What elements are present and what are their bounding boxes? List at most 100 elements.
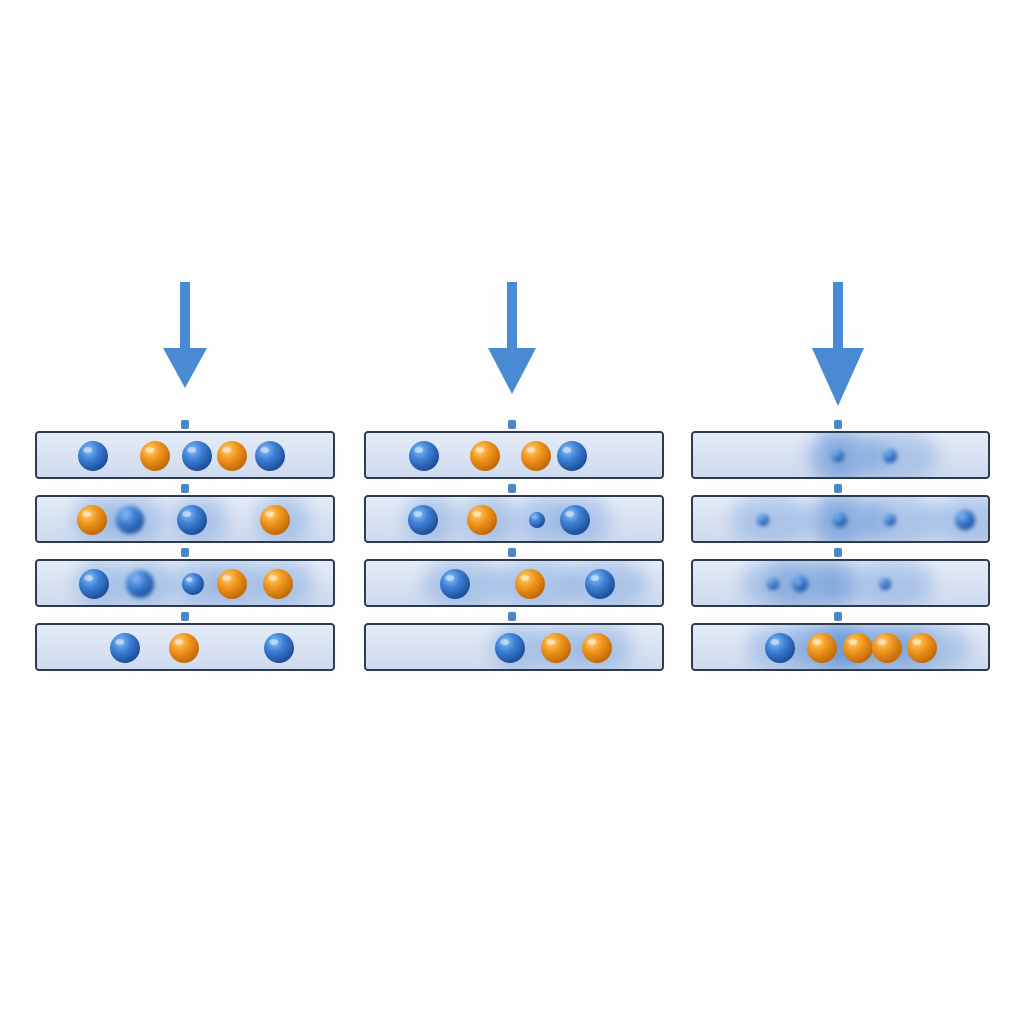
connector-dot: [834, 484, 842, 493]
blue-particle: [78, 441, 108, 471]
particle-highlight: [445, 575, 455, 581]
orange-particle: [541, 633, 571, 663]
orange-particle: [140, 441, 170, 471]
connector-dot: [834, 548, 842, 557]
orange-particle: [217, 569, 247, 599]
connector-dot: [508, 612, 516, 621]
blue-particle: [495, 633, 525, 663]
particle-highlight: [83, 447, 93, 453]
particle-highlight: [912, 639, 922, 645]
blue-particle: [440, 569, 470, 599]
blue-particle: [177, 505, 207, 535]
layer-bar: [691, 559, 990, 607]
blue-particle: [792, 576, 808, 592]
blue-particle: [833, 513, 847, 527]
blue-particle: [767, 578, 779, 590]
diffusion-haze: [805, 433, 939, 477]
diffusion-spot: [852, 561, 934, 605]
particle-highlight: [565, 511, 575, 517]
panel-1: [35, 282, 335, 671]
particle-highlight: [848, 639, 858, 645]
blue-particle: [879, 578, 891, 590]
layer-bar: [35, 431, 335, 479]
diffusion-center-band: [820, 561, 856, 605]
particle-highlight: [587, 639, 597, 645]
orange-particle: [843, 633, 873, 663]
particle-highlight: [185, 577, 193, 582]
blue-particle: [79, 569, 109, 599]
layer-bar: [35, 623, 335, 671]
blue-particle: [557, 441, 587, 471]
orange-particle: [217, 441, 247, 471]
particle-highlight: [877, 639, 887, 645]
particle-highlight: [413, 511, 423, 517]
orange-particle: [515, 569, 545, 599]
connector-dot: [181, 612, 189, 621]
bar-body: [364, 431, 664, 479]
connector-dot: [834, 420, 842, 429]
particle-highlight: [500, 639, 510, 645]
down-arrow-icon: [812, 282, 864, 406]
blue-particle: [116, 506, 144, 534]
blue-particle: [110, 633, 140, 663]
orange-particle: [470, 441, 500, 471]
panel-2: [364, 282, 664, 671]
particle-highlight: [174, 639, 184, 645]
layer-bar: [35, 559, 335, 607]
down-arrow-icon: [488, 282, 536, 394]
panel-3: [691, 282, 990, 671]
orange-particle: [467, 505, 497, 535]
orange-particle: [77, 505, 107, 535]
orange-particle: [907, 633, 937, 663]
blue-particle: [585, 569, 615, 599]
connector-dot: [181, 548, 189, 557]
particle-highlight: [770, 639, 780, 645]
orange-particle: [169, 633, 199, 663]
connector-dot: [508, 484, 516, 493]
layer-bar: [364, 431, 664, 479]
particle-highlight: [222, 575, 232, 581]
particle-highlight: [82, 511, 92, 517]
layer-bar: [35, 495, 335, 543]
blue-particle: [264, 633, 294, 663]
particle-highlight: [590, 575, 600, 581]
blue-particle: [182, 573, 204, 595]
blue-particle: [884, 514, 896, 526]
connector-dot: [834, 612, 842, 621]
diffusion-haze: [740, 561, 934, 605]
particle-highlight: [475, 447, 485, 453]
blue-particle: [409, 441, 439, 471]
diffusion-spot: [857, 497, 939, 541]
orange-particle: [582, 633, 612, 663]
particle-highlight: [145, 447, 155, 453]
particle-highlight: [520, 575, 530, 581]
particle-highlight: [265, 511, 275, 517]
layer-bar: [364, 495, 664, 543]
particle-highlight: [526, 447, 536, 453]
orange-particle: [807, 633, 837, 663]
particle-highlight: [269, 639, 279, 645]
diffusion-spot: [730, 497, 812, 541]
particle-highlight: [472, 511, 482, 517]
layer-bar: [364, 623, 664, 671]
blue-particle: [255, 441, 285, 471]
layer-bar: [691, 495, 990, 543]
blue-particle: [757, 514, 769, 526]
orange-particle: [263, 569, 293, 599]
connector-dot: [508, 420, 516, 429]
diffusion-spot: [857, 433, 939, 477]
blue-particle: [182, 441, 212, 471]
particle-highlight: [84, 575, 94, 581]
blue-particle: [832, 450, 844, 462]
particle-highlight: [222, 447, 232, 453]
blue-particle: [883, 449, 897, 463]
blue-particle: [408, 505, 438, 535]
down-arrow-icon: [163, 282, 207, 388]
particle-highlight: [546, 639, 556, 645]
particle-highlight: [414, 447, 424, 453]
layer-bar: [364, 559, 664, 607]
particle-highlight: [562, 447, 572, 453]
blue-particle: [560, 505, 590, 535]
particle-highlight: [182, 511, 192, 517]
